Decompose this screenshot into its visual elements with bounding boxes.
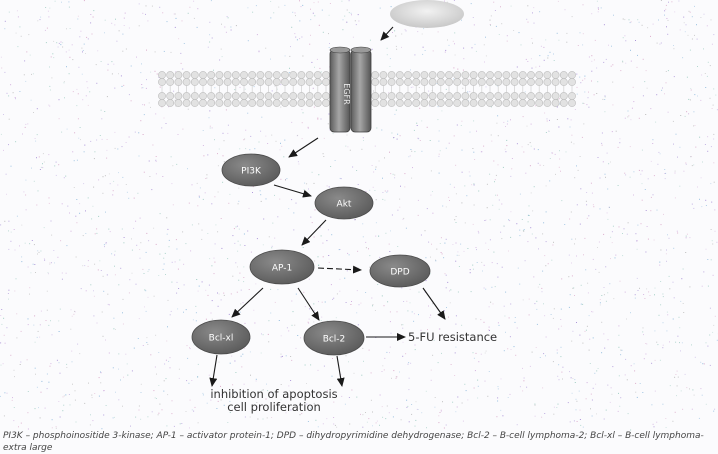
arrow-bcl2-apoptosis <box>336 355 345 387</box>
node-bclxl: Bcl-xl <box>191 319 251 355</box>
arrow-akt-ap1 <box>301 219 327 246</box>
outcome-inhibition-of-apoptosis: inhibition of apoptosis <box>210 387 337 401</box>
pathway-arrows <box>209 26 446 387</box>
arrow-ap1-dpd <box>317 265 362 274</box>
cell-membrane <box>158 71 576 107</box>
receptor-label: EGFR <box>342 83 351 105</box>
arrow-dpd-resistance <box>422 287 446 320</box>
node-ap1-label: AP-1 <box>272 264 292 274</box>
node-pi3k-label: PI3K <box>241 167 262 177</box>
node-akt: Akt <box>314 186 374 220</box>
node-pi3k: PI3K <box>221 153 281 187</box>
arrow-bclxl-apoptosis <box>209 354 218 387</box>
node-akt-label: Akt <box>337 200 352 210</box>
node-bcl2: Bcl-2 <box>303 320 365 356</box>
arrow-ap1-bclxl <box>231 287 264 318</box>
arrow-egfr-pi3k <box>288 137 319 158</box>
ligand <box>390 0 464 28</box>
arrow-pi3k-akt <box>273 184 312 198</box>
egfr-receptor: EGFR <box>329 46 372 133</box>
node-ap1: AP-1 <box>249 249 315 285</box>
node-bcl2-label: Bcl-2 <box>323 335 346 345</box>
outcome-5fu-resistance: 5-FU resistance <box>408 330 497 344</box>
figure-caption: PI3K – phosphoinositide 3-kinase; AP-1 –… <box>3 431 704 453</box>
arrow-ligand-egfr <box>380 26 394 41</box>
node-dpd-label: DPD <box>390 268 409 278</box>
node-bclxl-label: Bcl-xl <box>209 334 234 344</box>
arrow-ap1-bcl2 <box>297 287 320 321</box>
node-dpd: DPD <box>369 254 431 288</box>
outcome-cell-proliferation: cell proliferation <box>227 400 321 414</box>
